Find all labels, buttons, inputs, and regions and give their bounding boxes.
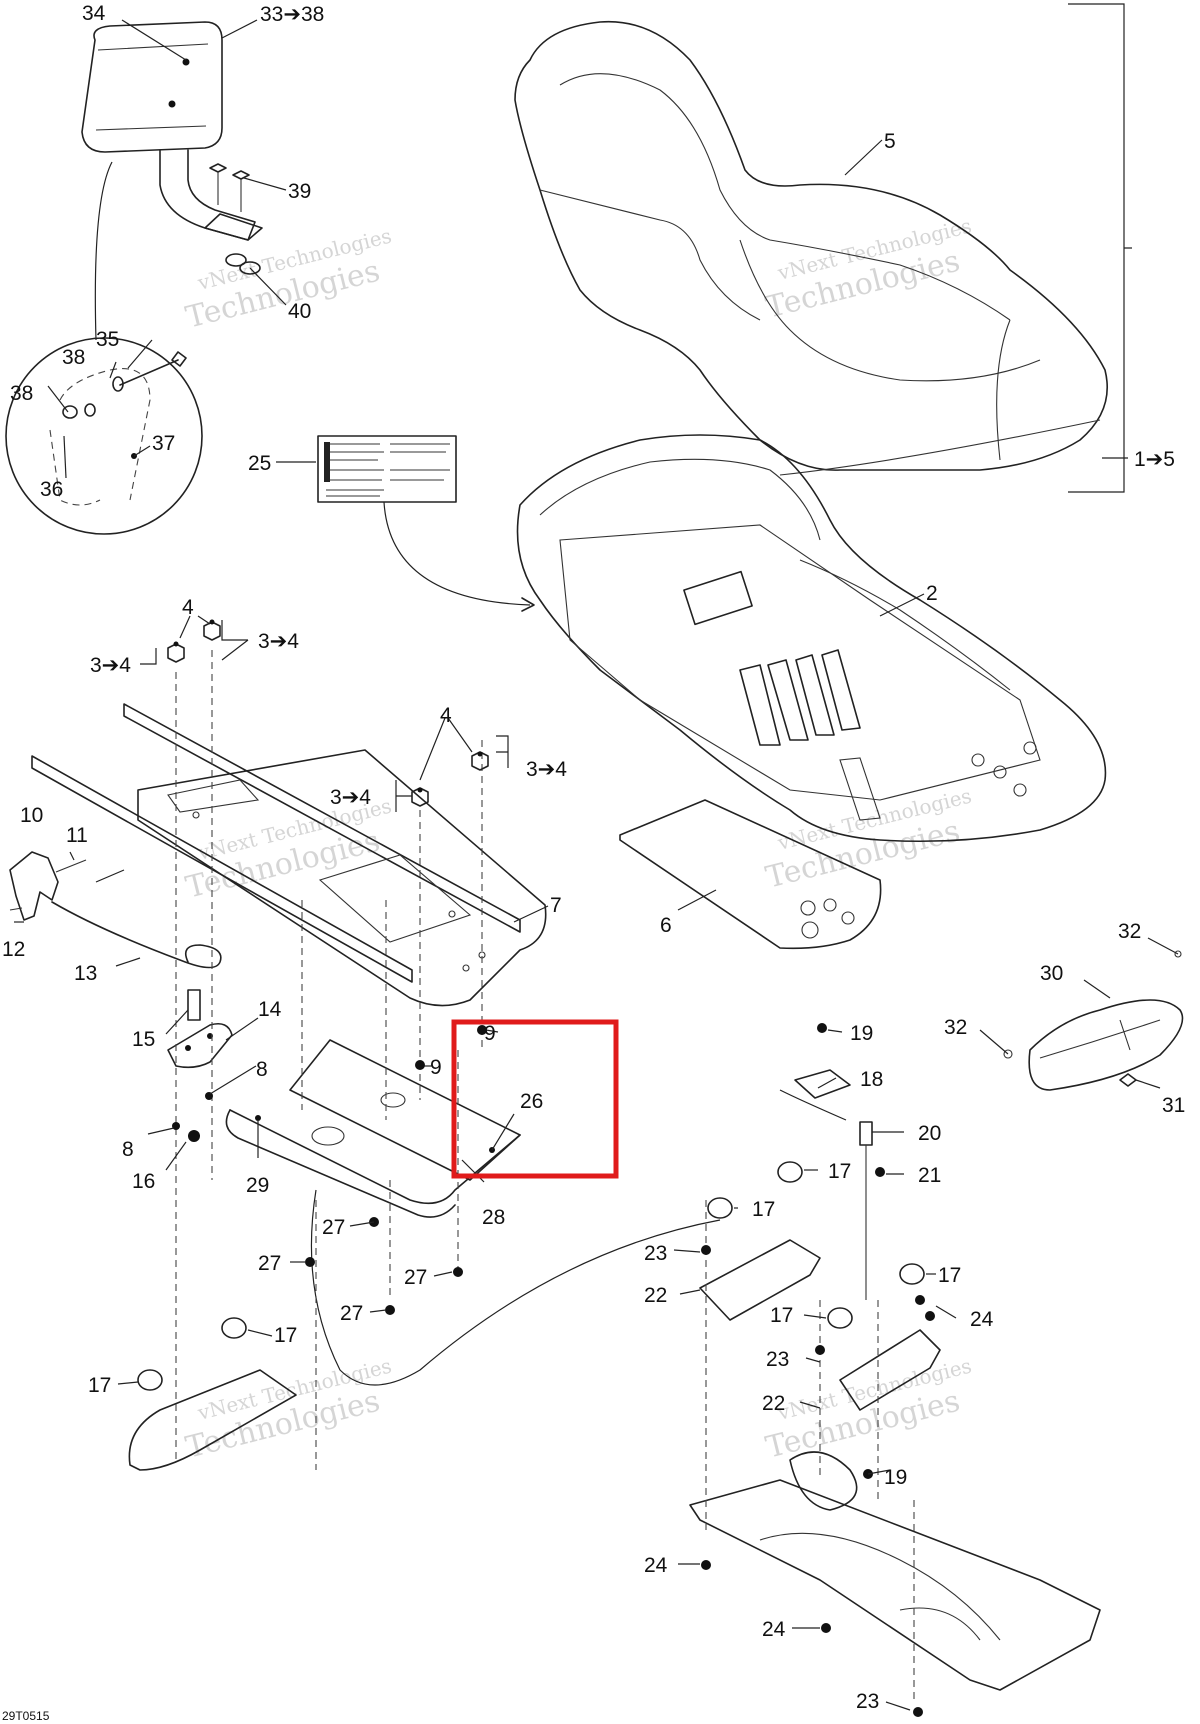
- callout-3-4: 3➔4: [90, 654, 131, 677]
- callout-leaders: [14, 19, 1179, 1711]
- callout-24: 24: [762, 1618, 786, 1641]
- backrest-part: [81, 21, 263, 241]
- callout-9: 9: [430, 1056, 442, 1079]
- release-lever-part: [9, 851, 222, 969]
- callout-26: 26: [520, 1090, 543, 1113]
- side-cover-part: [1003, 950, 1184, 1091]
- callout-4: 4: [182, 596, 194, 619]
- callout-27: 27: [322, 1216, 345, 1239]
- callout-24: 24: [644, 1554, 668, 1577]
- callout-19: 19: [884, 1466, 907, 1489]
- callout-27: 27: [258, 1252, 281, 1275]
- callout-17: 17: [274, 1324, 297, 1347]
- leader-line: [310, 1189, 721, 1386]
- callout-19: 19: [850, 1022, 873, 1045]
- callout-28: 28: [482, 1206, 505, 1229]
- callout-13: 13: [74, 962, 97, 985]
- callout-22: 22: [762, 1392, 785, 1415]
- callout-32: 32: [944, 1016, 967, 1039]
- callout-22: 22: [644, 1284, 667, 1307]
- callout-8: 8: [122, 1138, 134, 1161]
- callout-38: 38: [10, 382, 33, 405]
- backrest-bolts: [209, 163, 261, 275]
- leader-line: [779, 1089, 847, 1121]
- callout-34: 34: [82, 2, 106, 25]
- callout-17: 17: [938, 1264, 961, 1287]
- hinge-part: [167, 989, 233, 1069]
- callout-3-4: 3➔4: [258, 630, 299, 653]
- callout-labels: 34 33➔38 39 40 35 38 38 37 36 5 1➔5 25 2…: [2, 2, 1185, 1713]
- callout-10: 10: [20, 804, 43, 827]
- callout-24: 24: [970, 1308, 994, 1331]
- panel-holes: [800, 898, 855, 939]
- seat-cover-part: [514, 20, 1108, 476]
- callout-7: 7: [550, 894, 562, 917]
- callout-17: 17: [752, 1198, 775, 1221]
- callout-32: 32: [1118, 920, 1141, 943]
- lower-frame-part: [128, 1369, 1101, 1691]
- diagram-code: 29T0515: [2, 1709, 50, 1723]
- callout-2: 2: [926, 582, 938, 605]
- callout-3-4: 3➔4: [526, 758, 567, 781]
- callout-5: 5: [884, 130, 896, 153]
- callout-35: 35: [96, 328, 119, 351]
- warning-label-part: [317, 435, 457, 503]
- bracket-line: [1068, 3, 1132, 493]
- callout-23: 23: [766, 1348, 789, 1371]
- callout-27: 27: [404, 1266, 427, 1289]
- callout-17: 17: [770, 1304, 793, 1327]
- leader-line: [383, 501, 531, 606]
- callout-11: 11: [66, 824, 88, 847]
- callout-14: 14: [258, 998, 282, 1021]
- base-plate-part: [225, 1039, 521, 1218]
- callout-23: 23: [856, 1690, 879, 1713]
- callout-21: 21: [918, 1164, 941, 1187]
- callout-27: 27: [340, 1302, 363, 1325]
- callout-23: 23: [644, 1242, 667, 1265]
- callout-1-5: 1➔5: [1134, 448, 1175, 471]
- highlight-box-part-26: [451, 1019, 619, 1179]
- callout-31: 31: [1162, 1094, 1185, 1117]
- underseat-panel-part: [619, 799, 882, 950]
- fasteners: [167, 619, 935, 1717]
- callout-25: 25: [248, 452, 271, 475]
- callout-12: 12: [2, 938, 25, 961]
- leader-line: [94, 161, 113, 341]
- callout-6: 6: [660, 914, 672, 937]
- callout-29: 29: [246, 1174, 269, 1197]
- watermarks: vNext Technologies Technologies vNext Te…: [182, 214, 974, 1466]
- callout-40: 40: [288, 300, 311, 323]
- callout-30: 30: [1040, 962, 1063, 985]
- callout-38: 38: [62, 346, 85, 369]
- callout-33-38: 33➔38: [260, 3, 324, 26]
- seat-frame-part: [31, 703, 547, 1007]
- seat-base-part: [516, 434, 1107, 843]
- callout-9: 9: [484, 1022, 496, 1045]
- callout-17: 17: [828, 1160, 851, 1183]
- callout-8: 8: [256, 1058, 268, 1081]
- mount-brackets-part: [137, 1069, 941, 1411]
- callout-20: 20: [918, 1122, 941, 1145]
- callout-17: 17: [88, 1374, 111, 1397]
- callout-16: 16: [132, 1170, 155, 1193]
- callout-18: 18: [860, 1068, 883, 1091]
- callout-36: 36: [40, 478, 63, 501]
- leader-arrow: [521, 597, 535, 612]
- callout-3-4: 3➔4: [330, 786, 371, 809]
- callout-37: 37: [152, 432, 175, 455]
- detail-circle: [5, 337, 203, 535]
- callout-39: 39: [288, 180, 311, 203]
- callout-4: 4: [440, 704, 452, 727]
- callout-15: 15: [132, 1028, 155, 1051]
